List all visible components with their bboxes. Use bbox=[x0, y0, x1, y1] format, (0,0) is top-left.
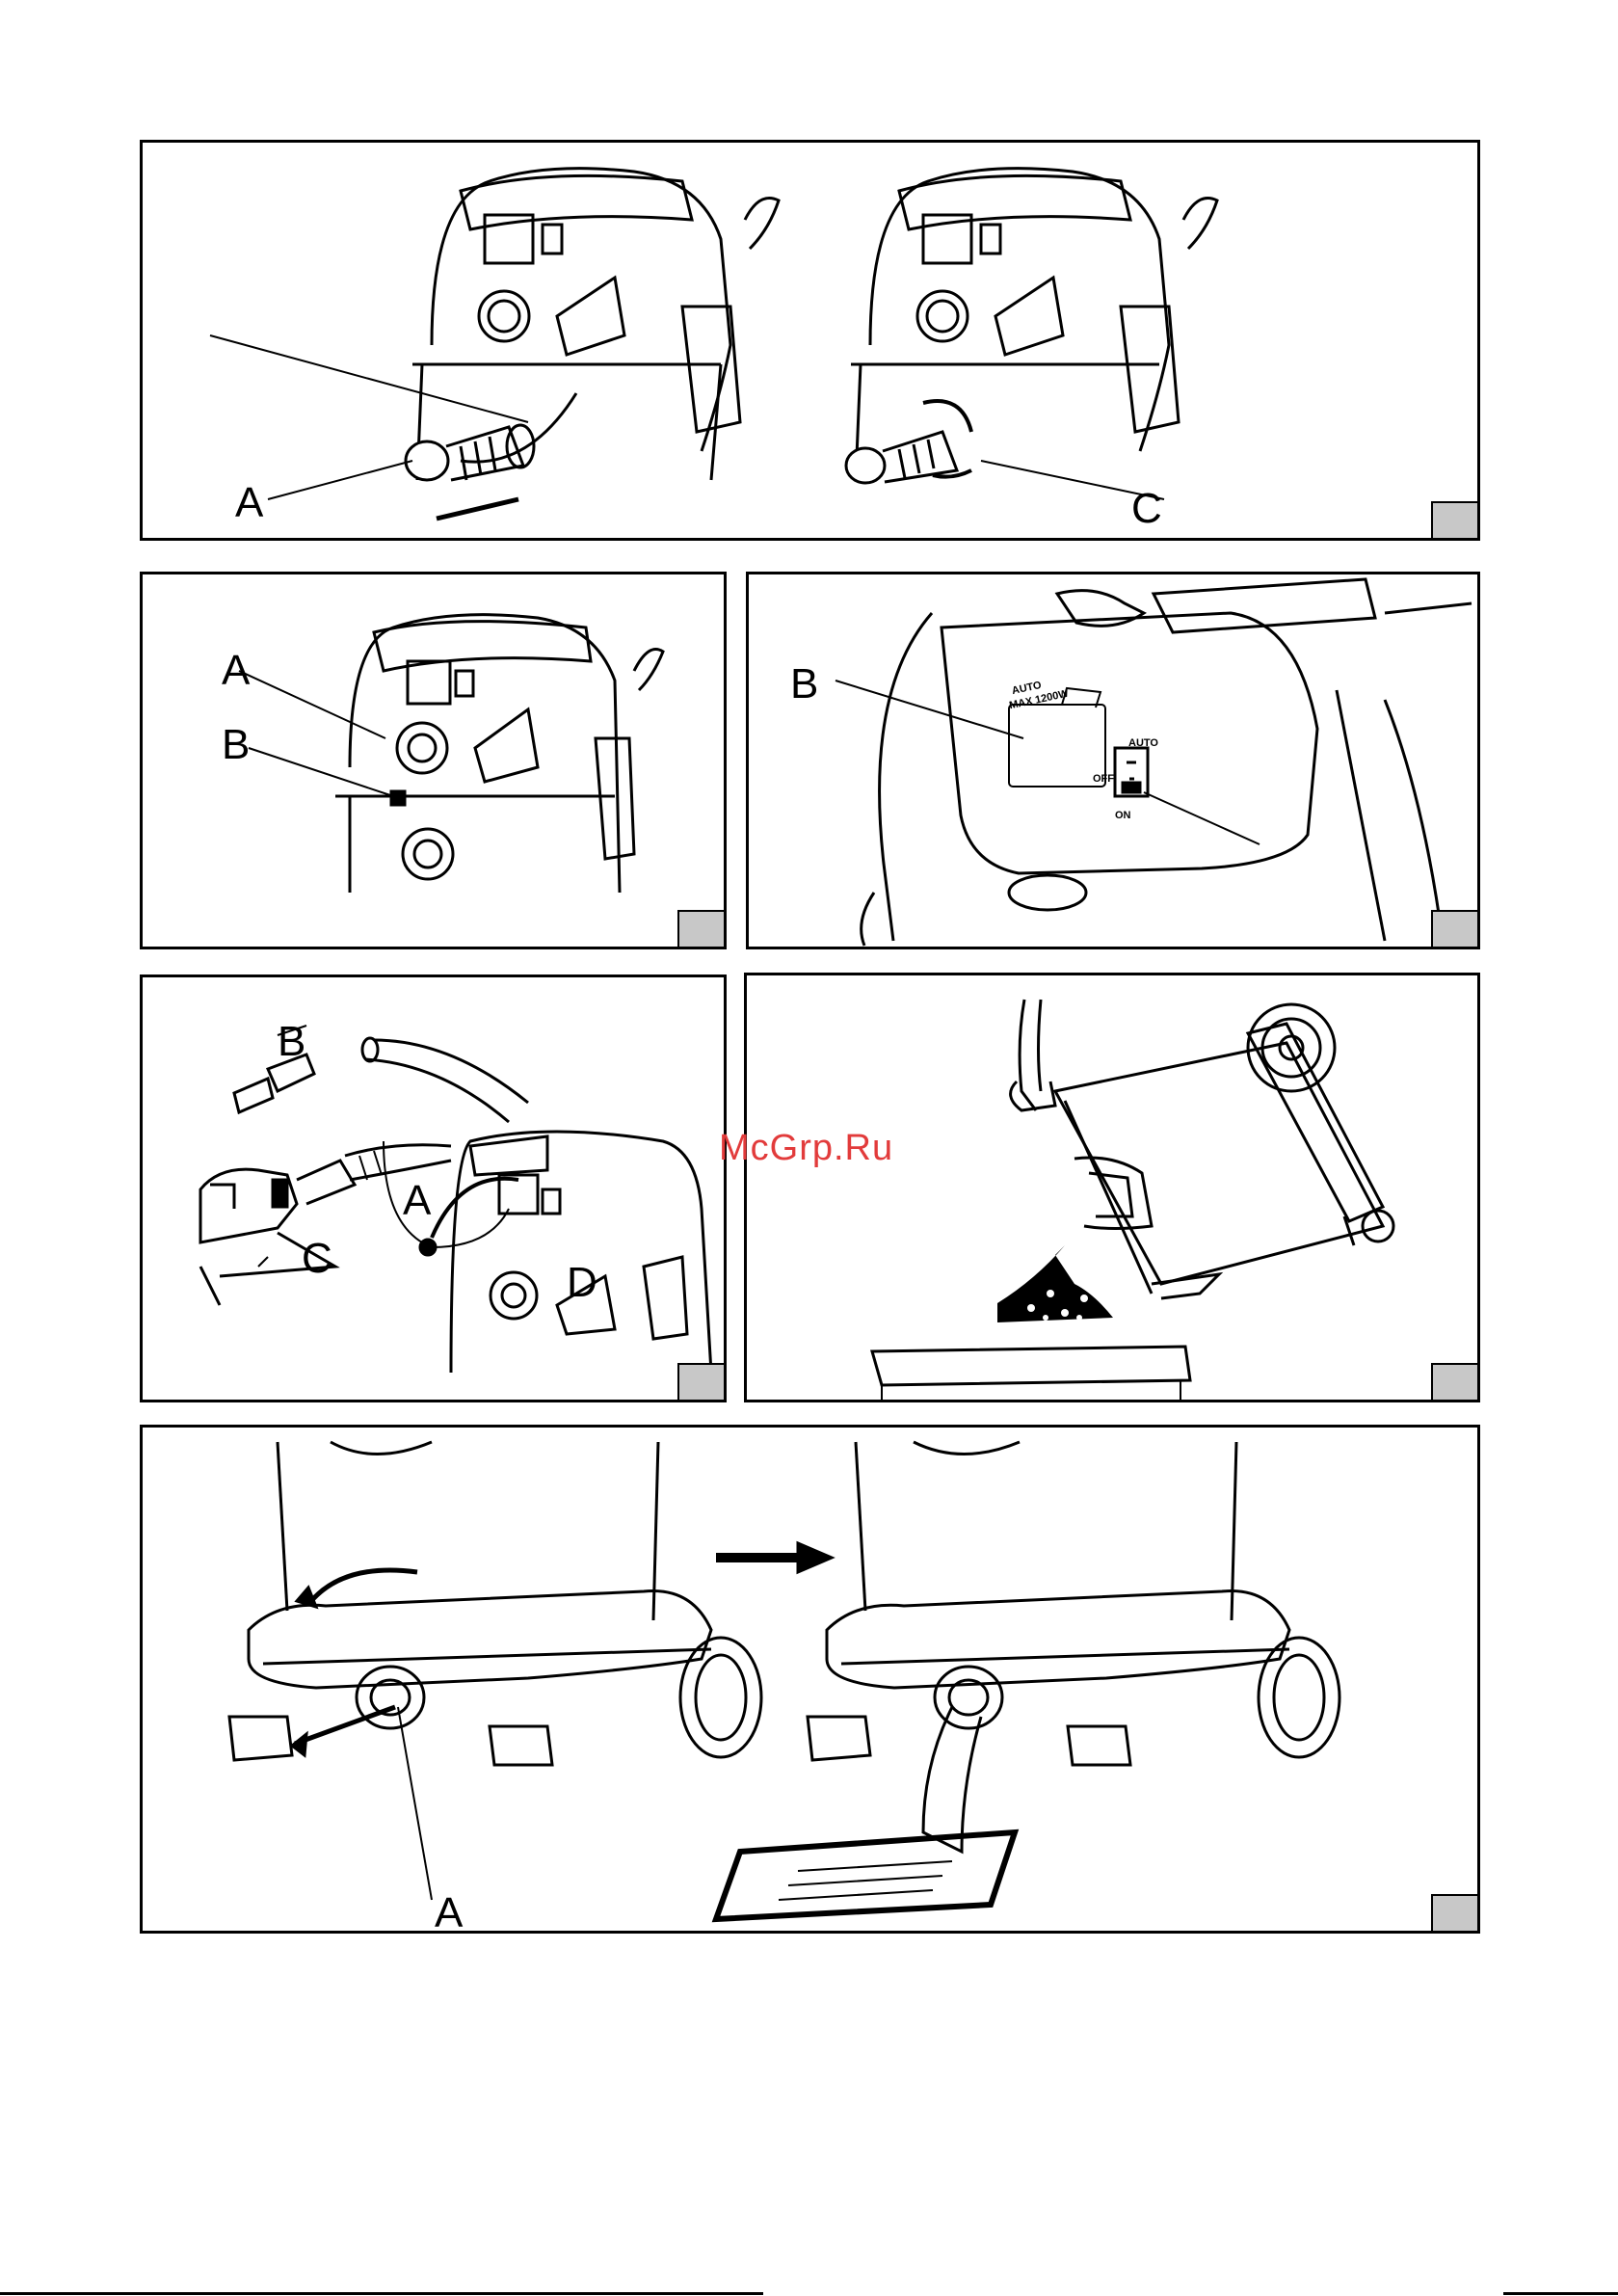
watermark: McGrp.Ru bbox=[719, 1128, 893, 1169]
figure-panel-4: B A C D bbox=[140, 974, 727, 1402]
label-b: B bbox=[222, 724, 250, 766]
label-b: B bbox=[278, 1021, 305, 1063]
label-a: A bbox=[403, 1180, 431, 1222]
label-c: C bbox=[1131, 488, 1162, 530]
power-tool-connection-illustration bbox=[143, 977, 724, 1400]
figure-panel-6: A bbox=[140, 1425, 1480, 1934]
label-b: B bbox=[790, 663, 818, 706]
figure-panel-1: A C bbox=[140, 140, 1480, 541]
figure-number-tab bbox=[1431, 910, 1477, 947]
figure-number-tab bbox=[677, 1363, 724, 1400]
drain-plug-illustration bbox=[143, 1428, 1477, 1931]
figure-number-tab bbox=[1431, 1894, 1477, 1931]
switch-label-off: OFF bbox=[1093, 774, 1114, 786]
figure-number-tab bbox=[677, 910, 724, 947]
label-d: D bbox=[567, 1262, 597, 1304]
figure-panel-3: B AUTO MAX 1200W AUTO OFF ON bbox=[746, 572, 1480, 949]
footer-rule-right bbox=[1503, 2292, 1618, 2295]
switch-label-auto: AUTO bbox=[1128, 738, 1158, 750]
vacuum-hose-connect-illustration bbox=[143, 143, 1477, 538]
footer-rule bbox=[0, 2292, 763, 2295]
label-a: A bbox=[435, 1892, 463, 1934]
figure-panel-5 bbox=[744, 973, 1480, 1402]
figure-number-tab bbox=[1431, 501, 1477, 538]
label-a: A bbox=[222, 650, 250, 692]
emptying-tank-illustration bbox=[747, 975, 1477, 1400]
label-c: C bbox=[302, 1238, 332, 1280]
figure-number-tab bbox=[1431, 1363, 1477, 1400]
figure-panel-2: A B bbox=[140, 572, 727, 949]
label-a: A bbox=[235, 482, 263, 524]
socket-switch-illustration bbox=[749, 574, 1477, 947]
switch-label-on: ON bbox=[1115, 811, 1131, 822]
